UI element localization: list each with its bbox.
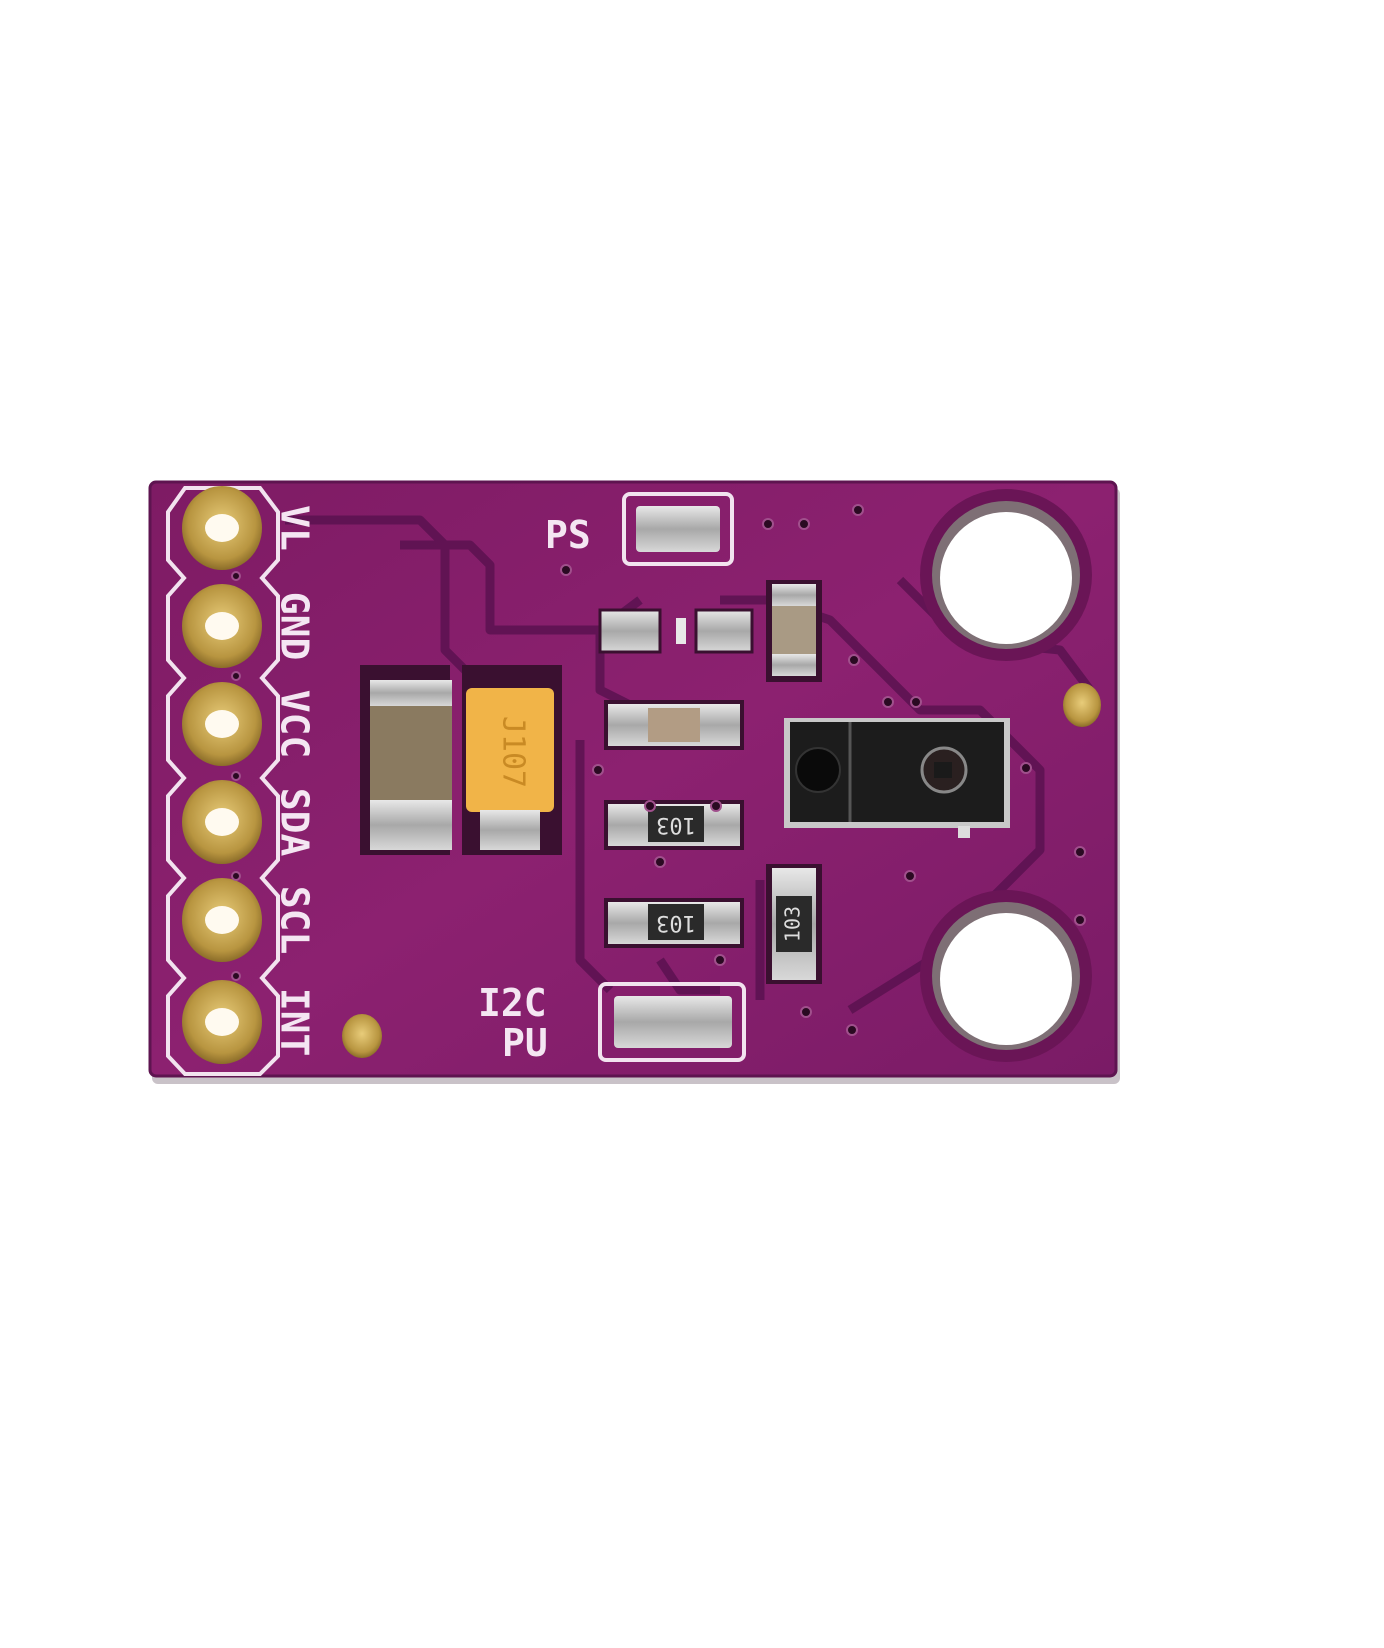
jumper-label-i2c: I2C [478,981,547,1025]
optical-sensor [784,718,1010,838]
resistor-3-marking: 103 [781,906,805,942]
pin-label-vl: VL [273,505,317,551]
resistor-1: 103 [604,800,744,850]
header-pin-scl [182,878,262,962]
mounting-hole-top [920,489,1092,661]
sensor-emitter-lens [795,747,841,793]
ceramic-capacitor-small-top [766,580,822,682]
pin-labels: VL GND VCC SDA SCL INT [273,505,317,1056]
pin-label-gnd: GND [273,592,317,661]
header-pin-int [182,980,262,1064]
jumper-i2c-pu [598,982,746,1062]
header-pin-gnd [182,584,262,668]
pcb-board [148,480,1118,1078]
pin-label-scl: SCL [273,886,317,955]
pin-label-int: INT [273,988,317,1057]
header-pin-vl [182,486,262,570]
pin-label-sda: SDA [273,788,317,857]
resistor-2: 103 [604,898,744,948]
tantalum-capacitor: J107 [462,665,562,855]
ceramic-capacitor-small-mid [604,700,744,750]
resistor-1-marking: 103 [656,812,696,837]
header-outline [166,486,280,1076]
resistor-2-marking: 103 [656,910,696,935]
pin-label-vcc: VCC [273,690,317,759]
header-pin-vcc [182,682,262,766]
header-pins [182,486,262,1064]
ceramic-capacitor-large [360,665,452,855]
test-pad-right [1063,683,1101,727]
jumper-label-pu: PU [502,1021,548,1065]
vias [231,504,1086,1036]
tantalum-marking: J107 [496,716,531,788]
resistor-3: 103 [766,864,822,984]
mounting-hole-bottom [920,890,1092,1062]
header-pin-sda [182,780,262,864]
test-pad [342,1014,382,1058]
small-pads [598,608,754,654]
jumper-label-ps: PS [545,513,591,557]
jumper-ps [622,492,734,566]
